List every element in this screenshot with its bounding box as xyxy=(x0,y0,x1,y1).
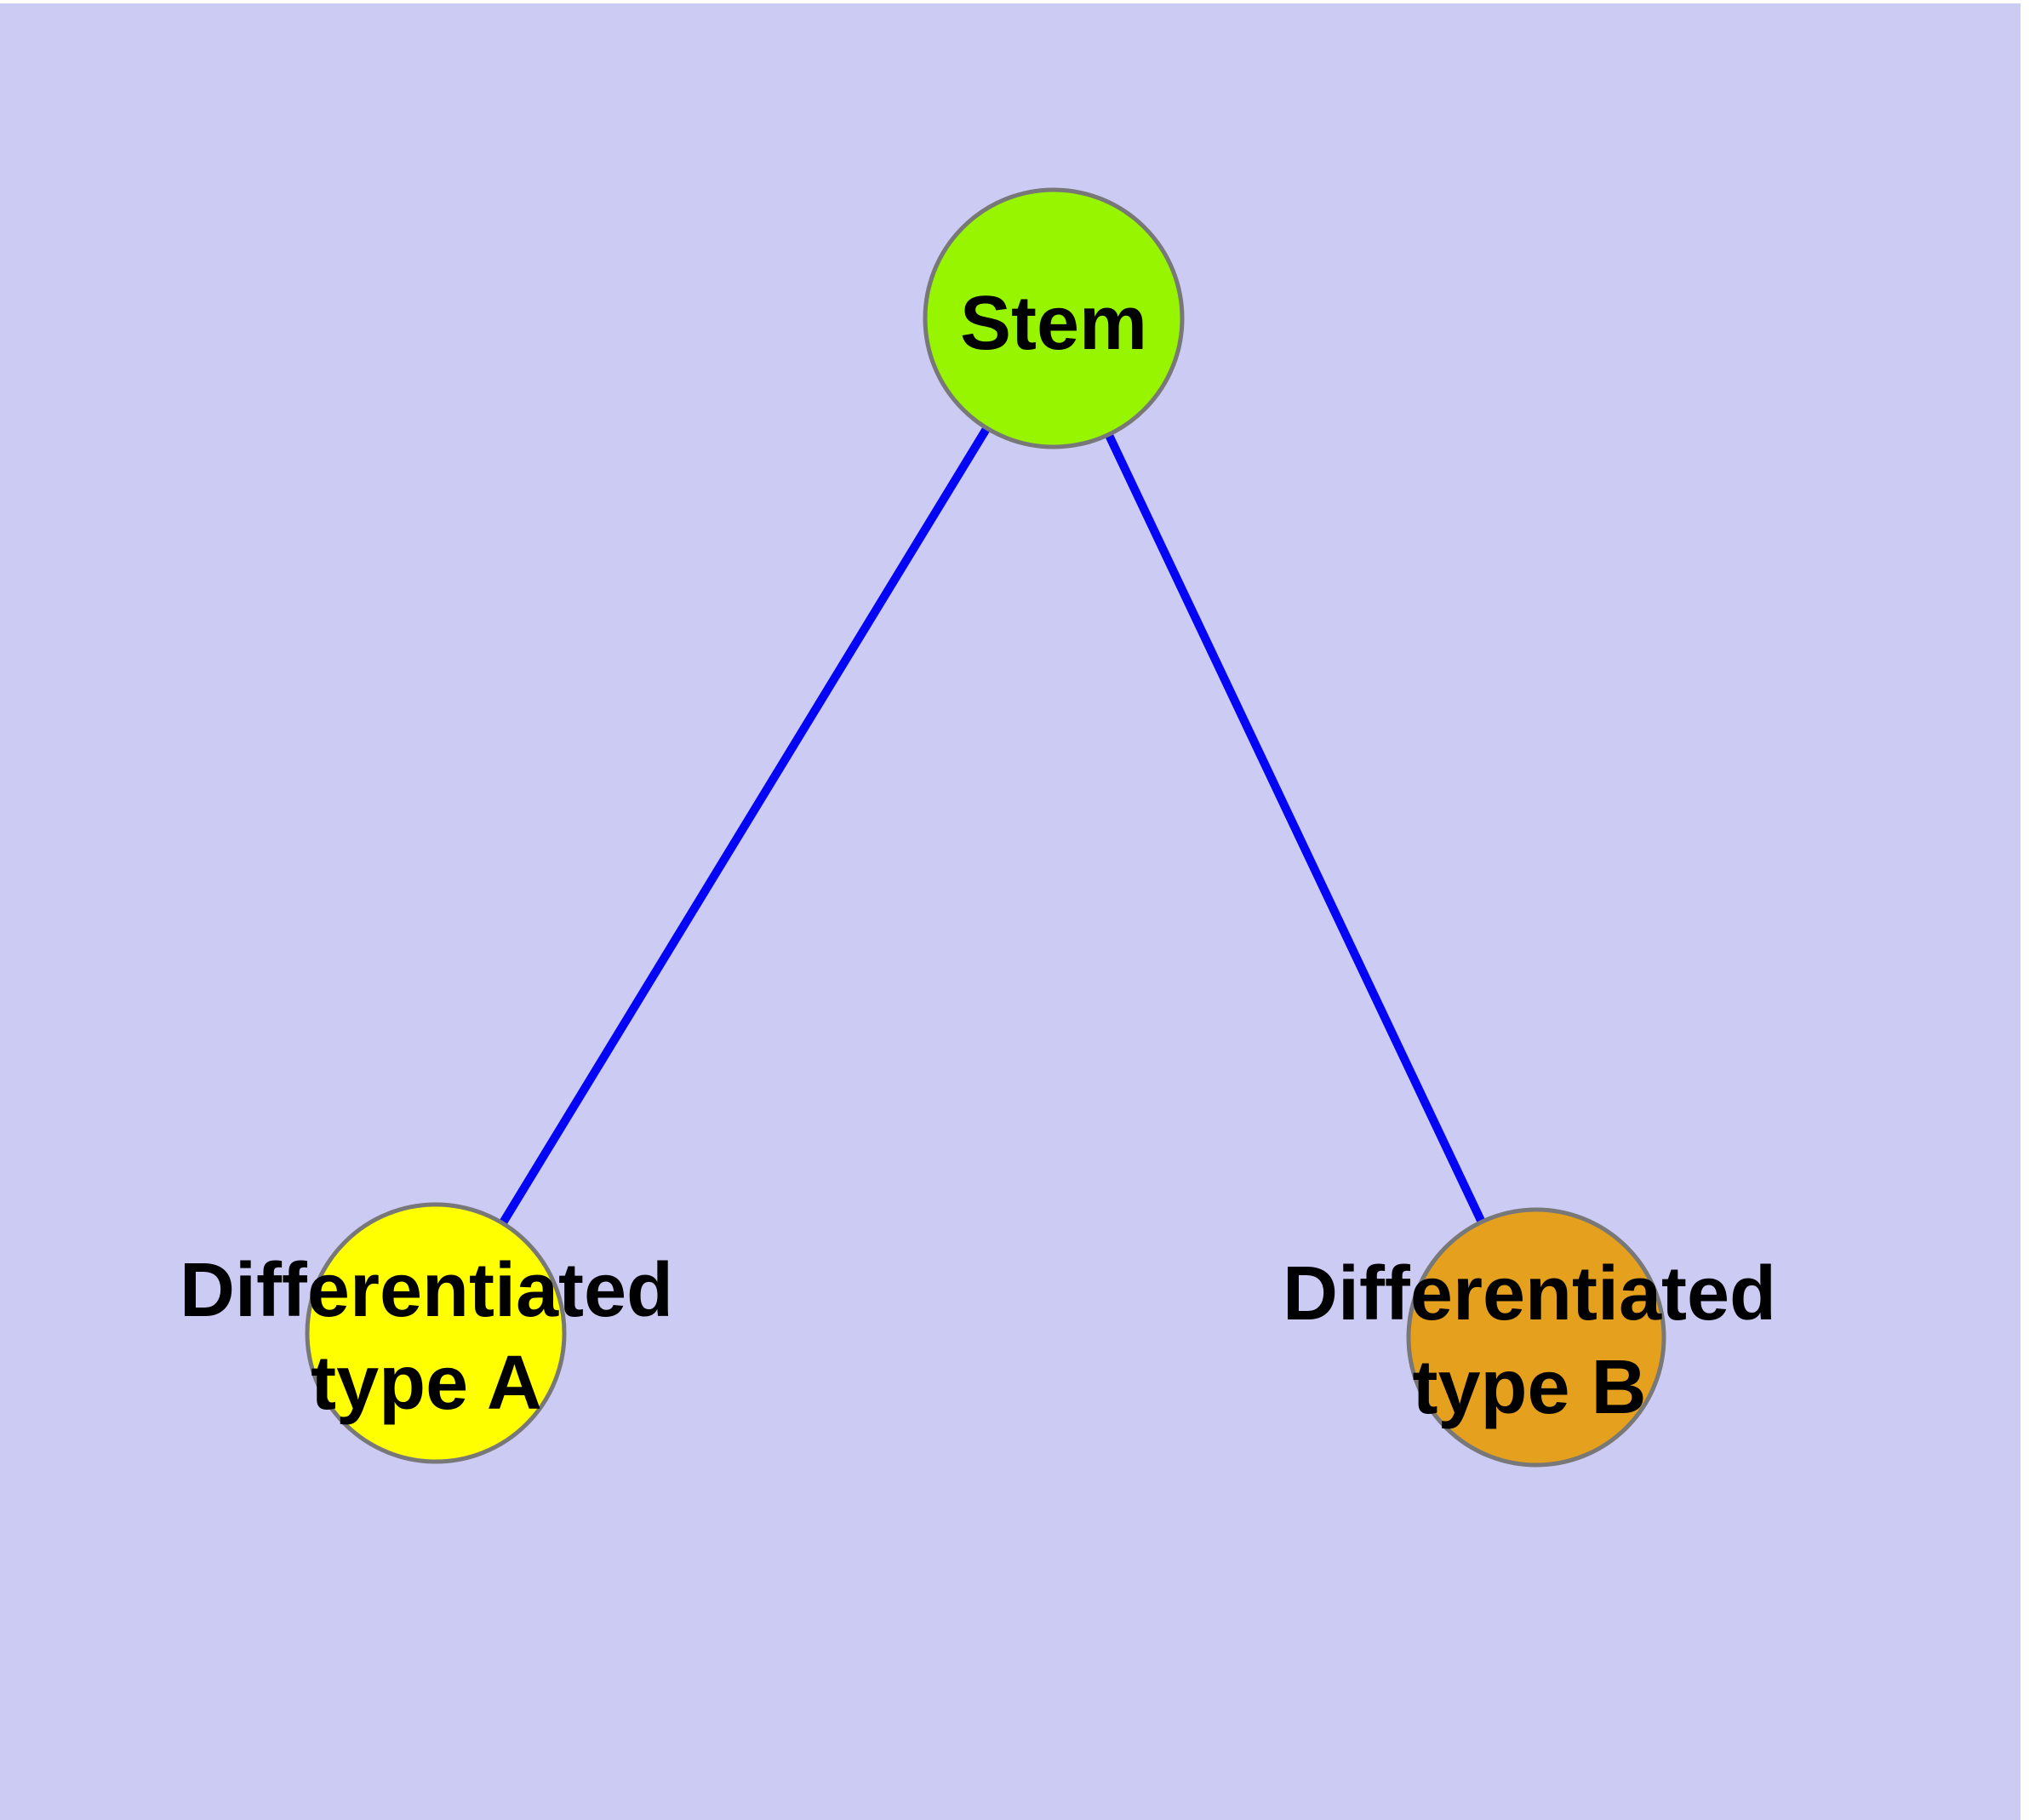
node-stem-circle xyxy=(923,187,1185,449)
node-type-b-circle xyxy=(1406,1207,1666,1468)
node-type-a-circle xyxy=(305,1202,567,1464)
node-type-a-label-line2: type A xyxy=(311,1341,542,1426)
node-type-a-label-line1: Differentiated xyxy=(180,1248,673,1333)
node-type-b-label-line2: type B xyxy=(1412,1345,1646,1430)
node-stem-label: Stem xyxy=(960,281,1147,366)
edge-stem-to-type-a xyxy=(432,316,1058,1336)
node-type-b-label-line1: Differentiated xyxy=(1283,1251,1776,1336)
edge-stem-to-type-b xyxy=(1049,316,1540,1340)
